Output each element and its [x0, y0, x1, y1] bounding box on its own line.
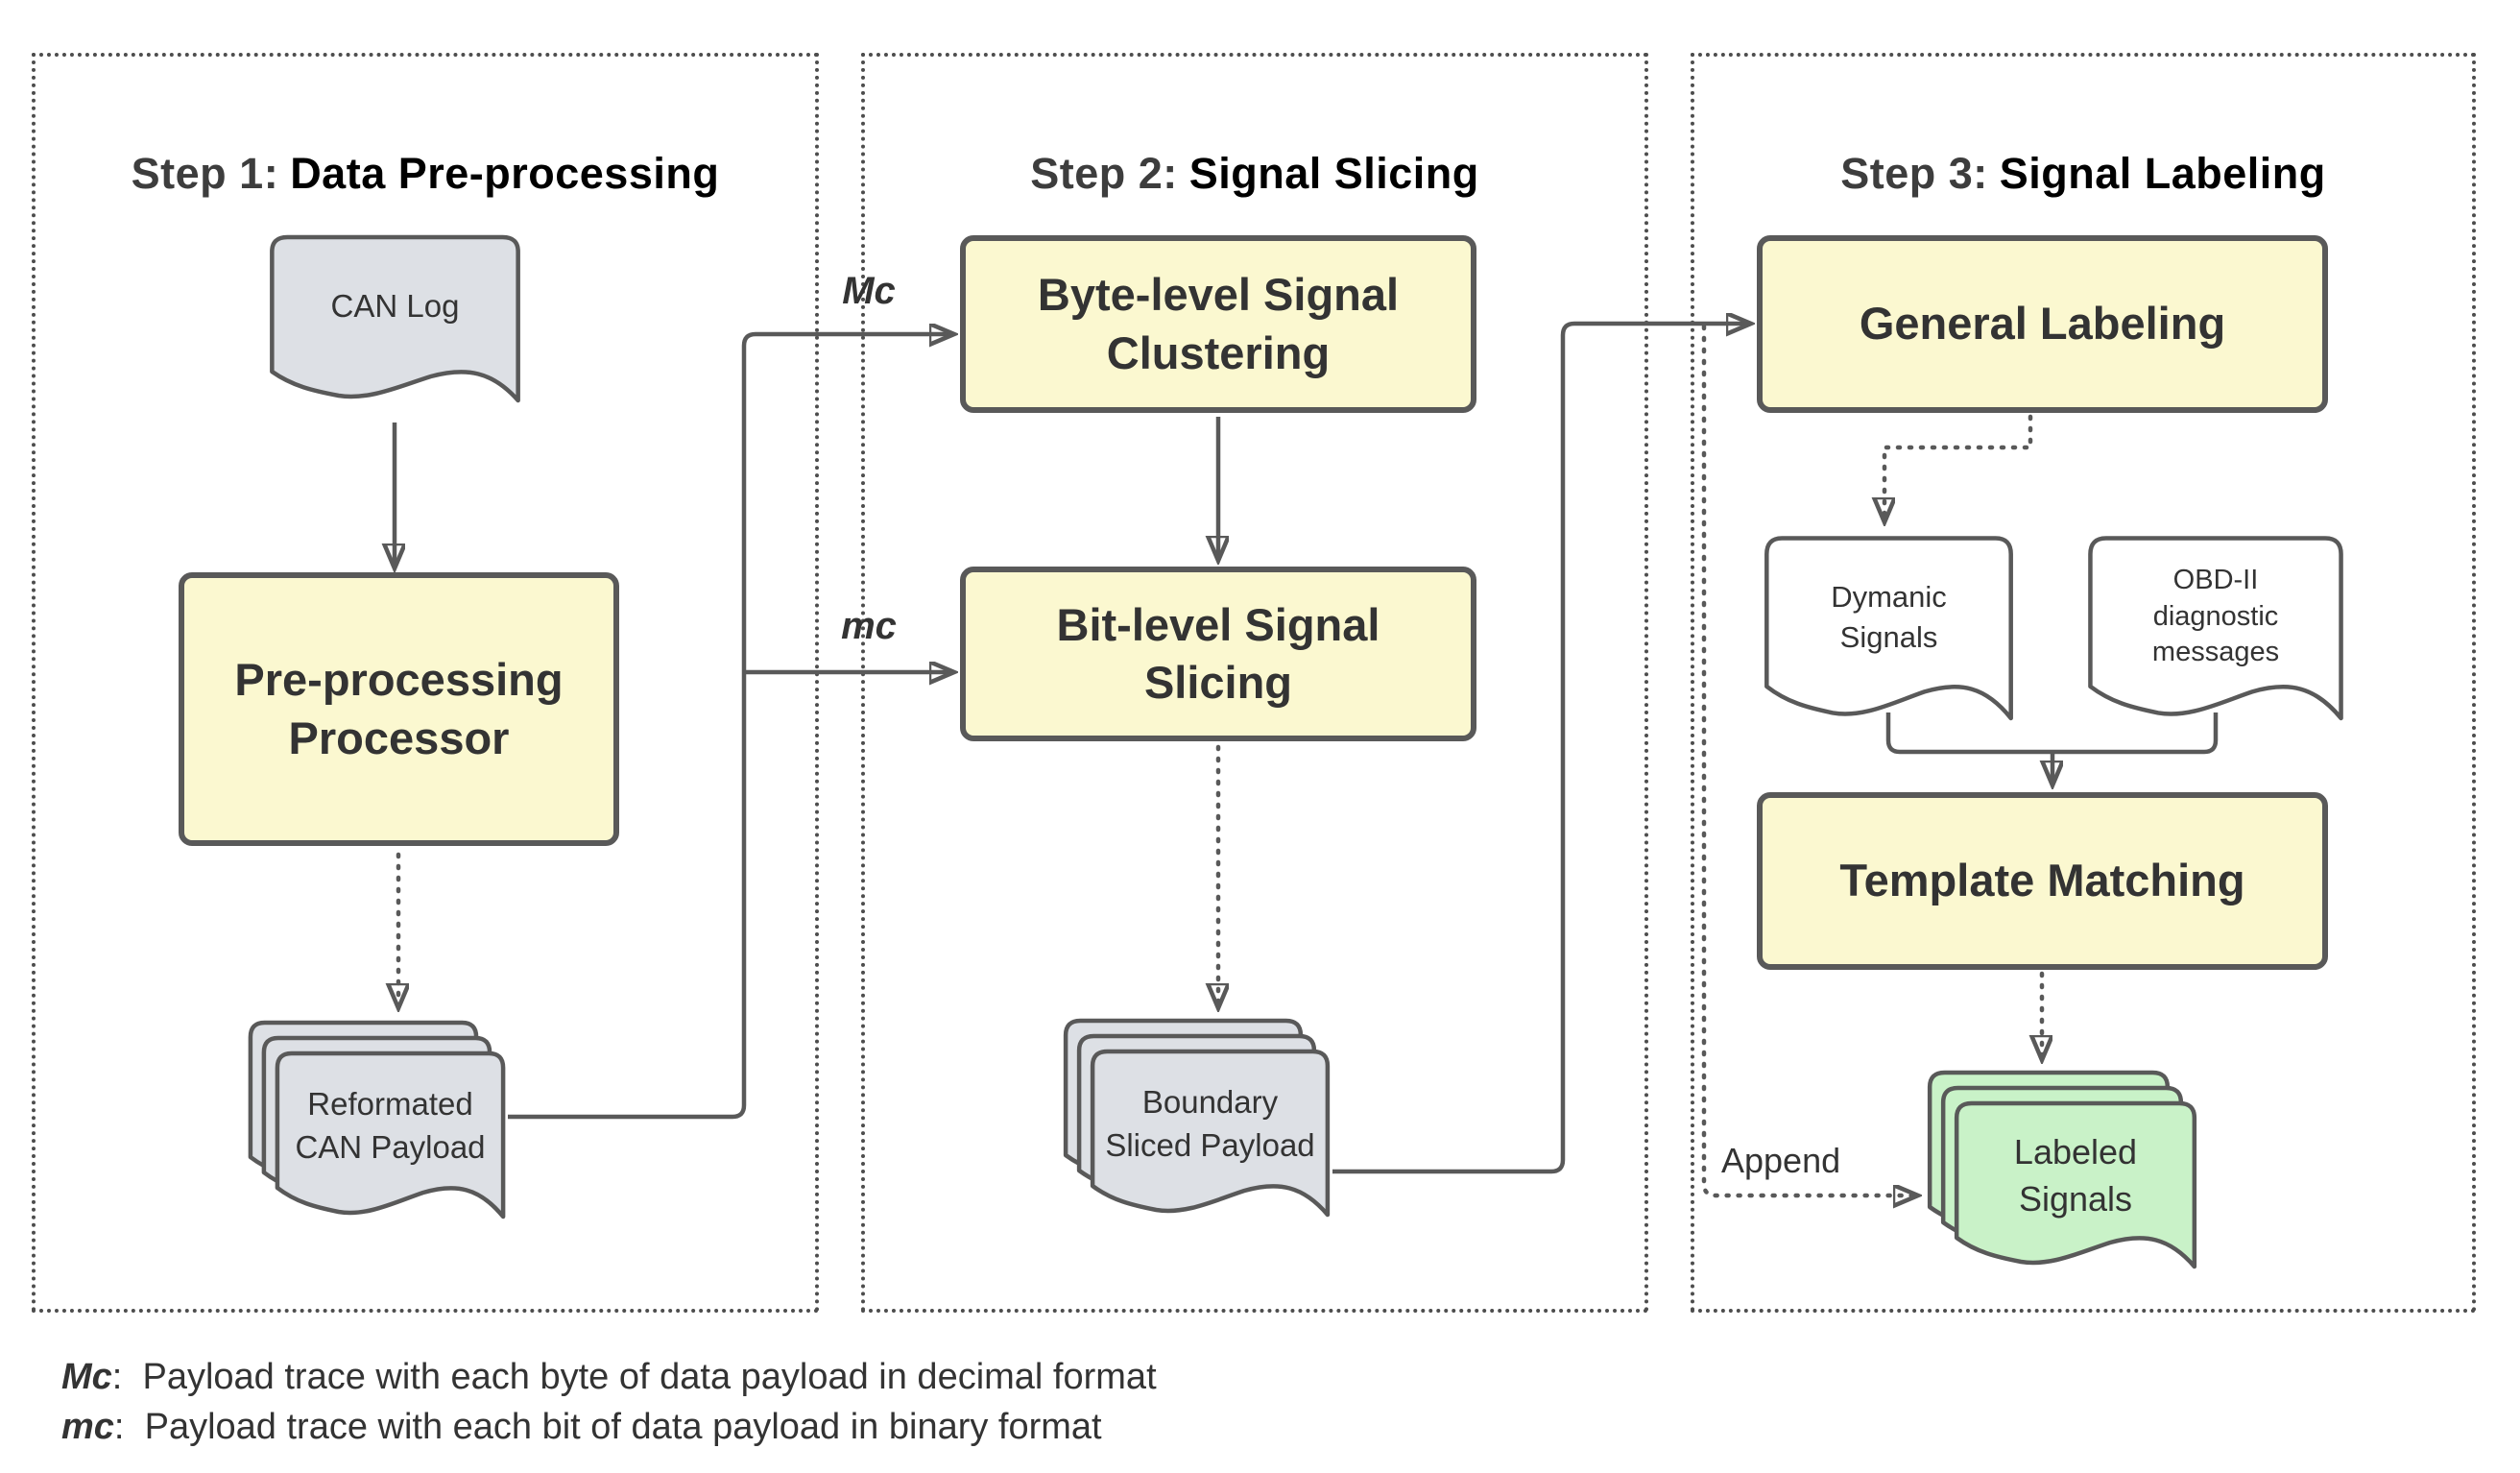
step3-title: Step 3:Signal Labeling [1694, 149, 2472, 199]
reformated-payload-front-sheet-icon [273, 1049, 508, 1236]
mc-decimal-edge-label: Mc [842, 270, 896, 312]
step1-title-prefix: Step 1: [131, 149, 279, 198]
template-matching-label: Template Matching [1839, 855, 2245, 906]
mc-binary-edge-label: mc [841, 605, 897, 647]
legend-desc-Mc: : Payload trace with each byte of data p… [111, 1357, 1157, 1397]
legend-desc-mc: : Payload trace with each bit of data pa… [113, 1407, 1102, 1447]
step1-title-name: Data Pre-processing [290, 149, 720, 198]
preprocessing-processor-label: Pre-processing Processor [234, 654, 564, 763]
boundary-sliced-payload-node: Boundary Sliced Payload [1061, 1016, 1332, 1234]
can-log-label: CAN Log [330, 288, 460, 325]
labeled-signals-node: Labeled Signals [1925, 1068, 2199, 1286]
step2-title-prefix: Step 2: [1030, 149, 1178, 198]
edge-append-to-labeled [1701, 324, 1916, 1195]
general-labeling-label: General Labeling [1859, 298, 2226, 350]
obd-messages-node: OBD-II diagnostic messages [2085, 533, 2346, 739]
obd-messages-document-shape-icon [2085, 533, 2346, 739]
edge-general-to-dymanic [1884, 414, 2033, 520]
can-log-node: CAN Log [267, 232, 523, 420]
step3-title-name: Signal Labeling [1999, 149, 2326, 198]
dymanic-signals-label: Dymanic Signals [1831, 579, 1947, 654]
bit-level-slicing-node: Bit-level Signal Slicing [960, 567, 1476, 741]
boundary-sliced-payload-label: Boundary Sliced Payload [1105, 1083, 1315, 1163]
byte-level-clustering-node: Byte-level Signal Clustering [960, 235, 1476, 413]
append-edge-label: Append [1721, 1141, 1841, 1180]
legend-term-mc: mc [61, 1407, 114, 1447]
obd-messages-label: OBD-II diagnostic messages [2151, 564, 2280, 668]
reformated-can-payload-node: Reformated CAN Payload [246, 1018, 508, 1236]
legend: Mc: Payload trace with each byte of data… [61, 1352, 1157, 1452]
step2-title: Step 2:Signal Slicing [865, 149, 1644, 199]
edge-reformated-to-byte-level [508, 334, 952, 1120]
reformated-can-payload-label: Reformated CAN Payload [295, 1085, 486, 1165]
labeled-signals-front-sheet-icon [1952, 1099, 2199, 1286]
dymanic-signals-node: Dymanic Signals [1762, 533, 2016, 739]
dymanic-signals-document-shape-icon [1762, 533, 2016, 739]
preprocessing-processor-node: Pre-processing Processor [179, 572, 619, 846]
boundary-payload-front-sheet-icon [1088, 1047, 1332, 1234]
bit-level-slicing-label: Bit-level Signal Slicing [1056, 598, 1380, 708]
byte-level-clustering-label: Byte-level Signal Clustering [1037, 269, 1400, 378]
edge-boundary-to-general-labeling [1332, 324, 1749, 1174]
step3-title-prefix: Step 3: [1840, 149, 1988, 198]
step1-title: Step 1:Data Pre-processing [36, 149, 815, 199]
legend-row-decimal: Mc: Payload trace with each byte of data… [61, 1352, 1157, 1402]
legend-row-binary: mc: Payload trace with each bit of data … [61, 1402, 1157, 1452]
legend-term-Mc: Mc [61, 1357, 112, 1397]
general-labeling-node: General Labeling [1757, 235, 2328, 413]
step2-title-name: Signal Slicing [1188, 149, 1479, 198]
step3-container: Step 3:Signal Labeling [1691, 53, 2476, 1313]
labeled-signals-label: Labeled Signals [2013, 1131, 2138, 1219]
template-matching-node: Template Matching [1757, 792, 2328, 970]
can-log-document-shape-icon [267, 232, 523, 420]
step1-container: Step 1:Data Pre-processing [32, 53, 819, 1313]
step2-container: Step 2:Signal Slicing [861, 53, 1648, 1313]
